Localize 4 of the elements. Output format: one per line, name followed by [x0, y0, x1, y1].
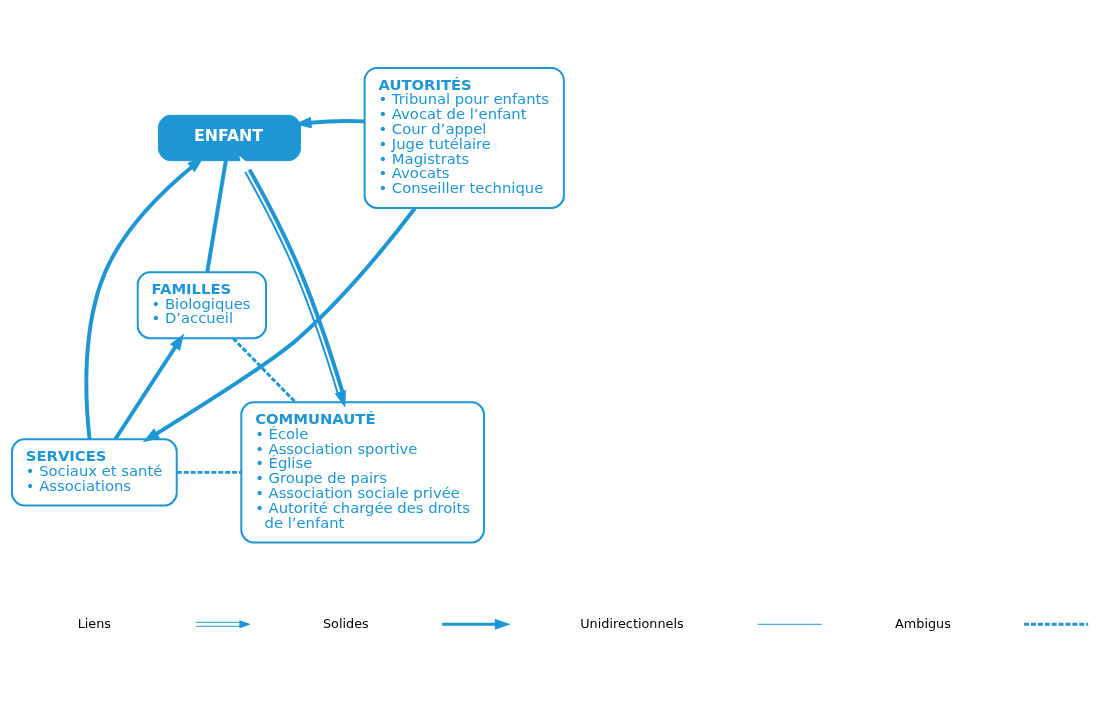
legend-label: Ambigus — [895, 615, 951, 631]
legend-label: Solides — [322, 615, 369, 631]
legend-label: Unidirectionnels — [580, 615, 684, 631]
legend-label: Liens — [77, 615, 112, 631]
